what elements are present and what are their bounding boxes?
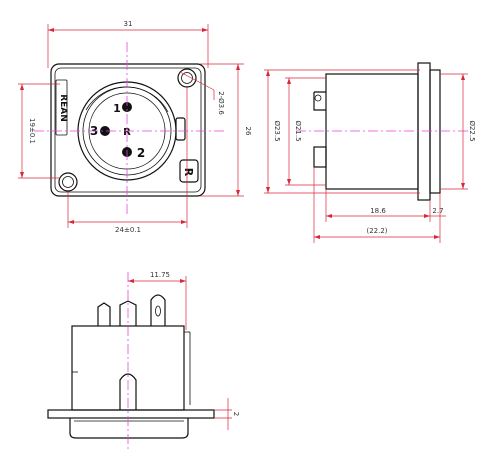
arrow: [180, 279, 186, 283]
arrow: [202, 28, 208, 32]
arrow: [20, 84, 24, 90]
leader-hole-dia: [179, 71, 215, 91]
bottom-front-lip: [69, 418, 189, 439]
solder-cup-3: [150, 294, 166, 326]
dim-overall-length: (22.2): [366, 227, 387, 235]
arrow: [287, 179, 291, 185]
mount-hole-inner: [181, 72, 193, 84]
dim-front-dia: Ø22.5: [468, 120, 476, 141]
dim-overall-height: 26: [244, 127, 252, 136]
arrow: [266, 187, 270, 193]
arrow: [181, 220, 187, 224]
dim-bottom-flange-thk: 2: [232, 412, 240, 416]
insert-arc: [85, 86, 169, 113]
arrow: [48, 28, 54, 32]
arrow: [326, 214, 332, 218]
mount-hole-bottom-left: [58, 172, 78, 192]
latch-mark: R: [182, 168, 195, 177]
arrow: [434, 235, 440, 239]
pin-3: [100, 126, 110, 136]
bottom-view: 11.75 2: [47, 271, 240, 450]
arrow: [236, 190, 240, 196]
dim-flange-thickness: 2.7: [432, 207, 443, 215]
solder-cup-1: [97, 302, 111, 326]
dim-flange-dia: Ø23.5: [273, 120, 281, 141]
latch-slot: [119, 373, 137, 410]
arrow: [461, 183, 465, 189]
arrow: [236, 64, 240, 70]
dim-body-dia: Ø21.5: [294, 120, 302, 141]
latch-tab: [175, 117, 186, 141]
side-view: Ø23.5 Ø21.5 Ø22.5 18.6 2.7 (22.2): [264, 62, 476, 243]
arrow: [20, 172, 24, 178]
arrow: [128, 279, 134, 283]
pin-2-label: 2: [137, 146, 145, 160]
rear-terminal-bottom: [313, 146, 327, 168]
mount-hole-top-right: [177, 68, 197, 88]
arrow: [424, 214, 430, 218]
latch-button: [179, 159, 199, 183]
dim-mount-spacing-v: 19±0.1: [28, 118, 36, 144]
solder-cup-hole: [155, 305, 161, 317]
flange-outline: [50, 63, 206, 197]
brand-plate: [55, 79, 68, 136]
arrow: [287, 78, 291, 84]
dim-mount-hole-dia: 2-Ø3.6: [217, 91, 225, 115]
dim-mount-spacing-h: 24±0.1: [115, 226, 141, 234]
dim-pin-offset: 11.75: [150, 271, 170, 279]
dim-overall-width: 31: [124, 20, 133, 28]
arrow: [68, 220, 74, 224]
arrow: [461, 74, 465, 80]
side-body: [325, 73, 419, 190]
front-view: 31 R REAN 1 3 2 R: [18, 20, 252, 234]
bottom-flange: [47, 409, 215, 419]
rear-terminal-top: [313, 91, 326, 111]
pin-1: [122, 102, 132, 112]
arrow: [266, 70, 270, 76]
flange-inner-outline: [54, 67, 202, 193]
solder-cup-2: [119, 300, 137, 326]
side-front-ring: [429, 69, 441, 194]
side-flange: [417, 62, 431, 201]
terminal-hole: [314, 94, 322, 102]
mount-hole-inner: [62, 176, 74, 188]
pin-1-label: 1: [113, 102, 121, 115]
arrow: [314, 235, 320, 239]
dim-body-length: 18.6: [370, 207, 386, 215]
brand-text: REAN: [58, 94, 68, 122]
